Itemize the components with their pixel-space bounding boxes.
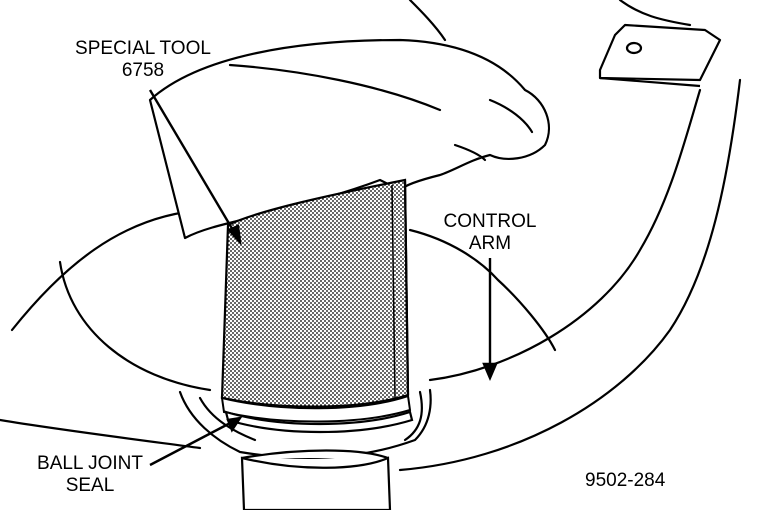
ball-joint-seal [224, 410, 414, 510]
mounting-bracket [598, 23, 722, 88]
ball-joint-seal-label-line1: BALL JOINT [37, 453, 143, 474]
special-tool-label: SPECIAL TOOL 6758 [68, 38, 218, 82]
control-arm-label-line2: ARM [468, 233, 512, 254]
leader-control-arm [482, 258, 498, 382]
ball-joint-seal-label-line2: SEAL [65, 475, 115, 496]
special-tool-label-line2: 6758 [121, 60, 165, 81]
special-tool-label-line1: SPECIAL TOOL [75, 38, 211, 59]
leader-ball-joint-seal [149, 416, 243, 467]
special-tool-6758 [220, 178, 412, 423]
control-arm-label: CONTROL ARM [440, 211, 540, 255]
leader-special-tool [148, 89, 242, 246]
control-arm-label-line1: CONTROL [443, 211, 537, 232]
figure-number: 9502-284 [585, 470, 666, 491]
ball-joint-seal-label: BALL JOINT SEAL [20, 453, 160, 497]
hand [148, 0, 692, 240]
control-arm [0, 78, 742, 472]
